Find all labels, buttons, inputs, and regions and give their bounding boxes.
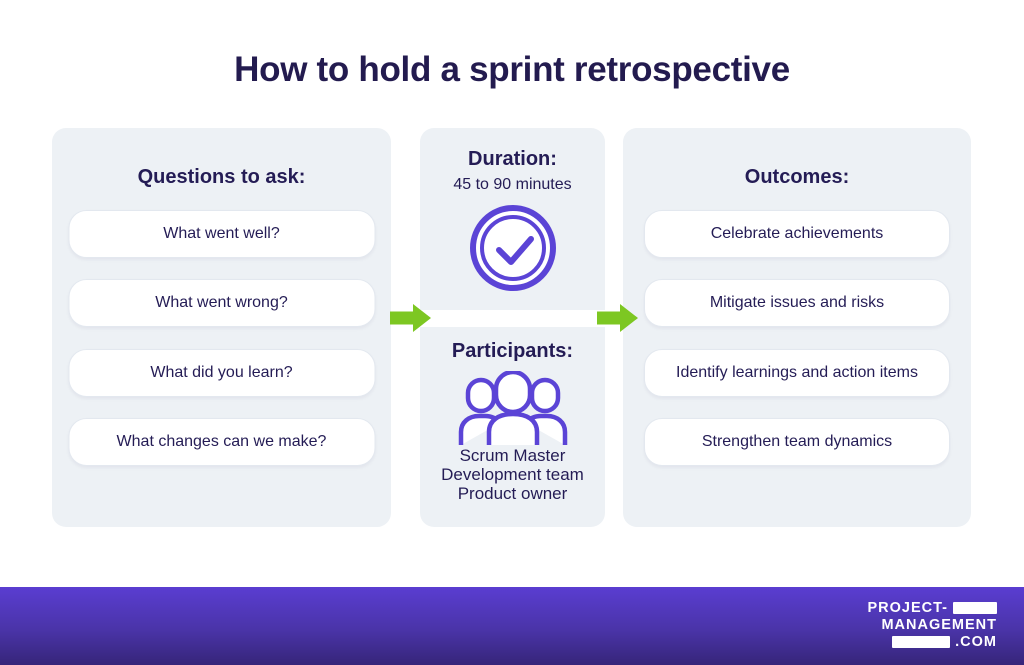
outcome-item: Mitigate issues and risks: [644, 279, 950, 327]
logo-text-com: .COM: [955, 633, 997, 650]
questions-panel: Questions to ask: What went well? What w…: [52, 128, 391, 527]
participant-name: Product owner: [457, 484, 568, 503]
participants-list: Scrum Master Development team Product ow…: [420, 446, 605, 503]
outcome-item: Identify learnings and action items: [644, 349, 950, 397]
flow-arrow-right-icon: [597, 304, 638, 332]
outcomes-heading: Outcomes:: [744, 166, 850, 188]
participant-name: Scrum Master: [459, 446, 566, 465]
question-item: What went well?: [68, 210, 375, 258]
logo-bar-icon: [953, 601, 997, 614]
logo-text-project: PROJECT-: [867, 599, 948, 616]
logo-text-management: MANAGEMENT: [881, 616, 997, 633]
page-title: How to hold a sprint retrospective: [234, 50, 790, 89]
question-item: What changes can we make?: [68, 418, 375, 466]
question-item: What went wrong?: [68, 279, 375, 327]
flow-arrow-left-icon: [390, 304, 431, 332]
duration-value: 45 to 90 minutes: [453, 176, 572, 193]
flow-connector-line: [412, 310, 612, 327]
questions-heading: Questions to ask:: [137, 166, 306, 188]
question-item: What did you learn?: [68, 349, 375, 397]
outcome-item: Strengthen team dynamics: [644, 418, 950, 466]
project-management-logo: PROJECT- MANAGEMENT .COM: [867, 599, 997, 650]
participants-heading: Participants:: [451, 340, 574, 362]
logo-bar-icon: [892, 635, 951, 648]
team-people-icon: [458, 369, 568, 448]
footer-bar: PROJECT- MANAGEMENT .COM: [0, 587, 1024, 665]
duration-participants-panel: Duration: 45 to 90 minutes Participants:: [420, 128, 605, 527]
participant-name: Development team: [441, 465, 584, 484]
outcome-item: Celebrate achievements: [644, 210, 950, 258]
duration-heading: Duration:: [468, 148, 557, 170]
clock-check-icon: [469, 204, 557, 292]
outcomes-panel: Outcomes: Celebrate achievements Mitigat…: [623, 128, 971, 527]
